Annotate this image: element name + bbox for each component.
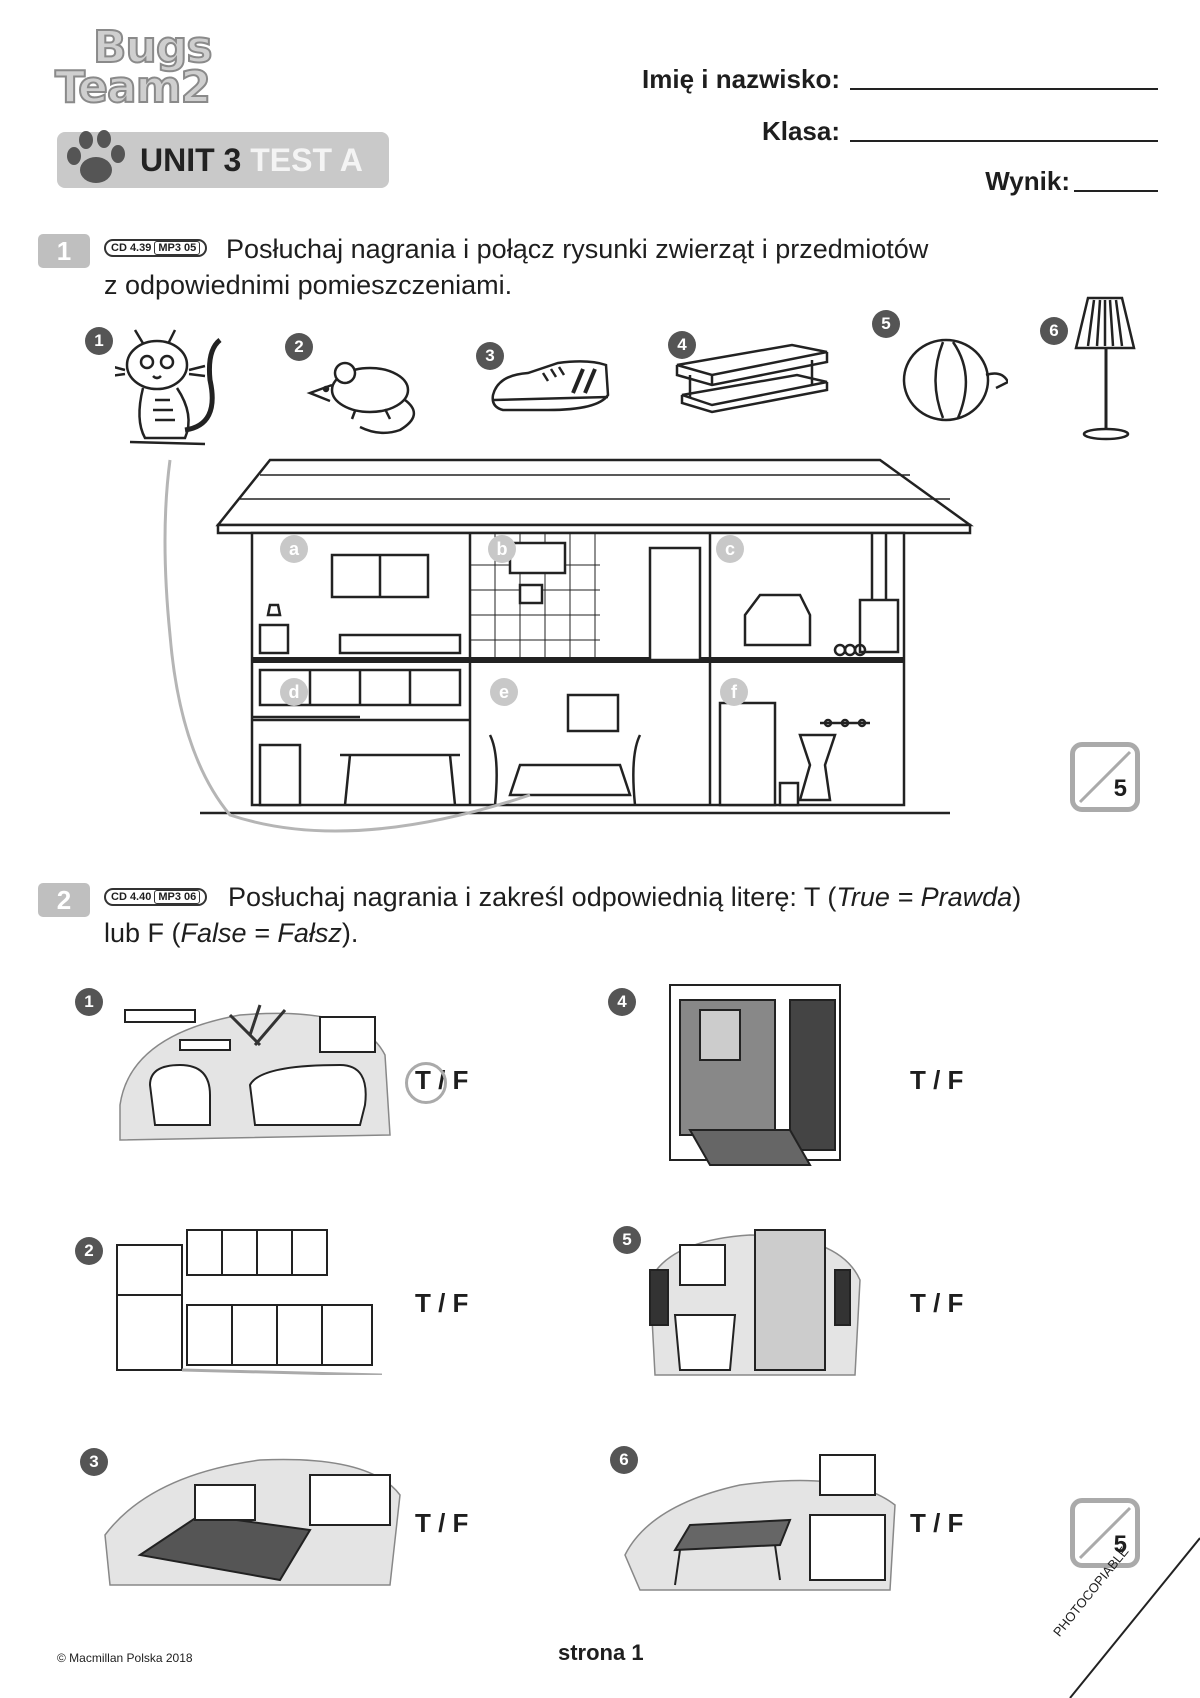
exercise-2-number: 2	[38, 883, 90, 917]
bugs-team-logo: Bugs Team2	[54, 22, 214, 113]
room-letter: e	[490, 678, 518, 706]
hall-scene	[669, 984, 841, 1166]
unit-label: UNIT 3	[140, 142, 242, 178]
scene-number: 3	[80, 1448, 108, 1476]
copyright: © Macmillan Polska 2018	[57, 1651, 193, 1665]
unit-banner	[57, 132, 389, 188]
exercise-1-score-box[interactable]: 5	[1070, 742, 1140, 812]
room-letter: a	[280, 535, 308, 563]
score-field[interactable]	[1074, 190, 1158, 192]
scene-number: 1	[75, 988, 103, 1016]
item-number: 1	[85, 327, 113, 355]
exercise-2-instruction-2: lub F (False = Fałsz).	[104, 918, 359, 948]
cat-icon[interactable]	[115, 320, 235, 450]
exercise-2-instruction-1: Posłuchaj nagrania i zakreśl odpowiednią…	[228, 882, 1022, 912]
house-illustration	[200, 458, 974, 815]
class-field[interactable]	[850, 140, 1158, 142]
item-number: 2	[285, 333, 313, 361]
name-label: Imię i nazwisko:	[642, 64, 840, 94]
test-label: TEST A	[250, 142, 363, 178]
item-number: 6	[1040, 317, 1068, 345]
cd-track: CD 4.39	[111, 242, 152, 254]
scene-number: 5	[613, 1226, 641, 1254]
photocopiable-corner	[1069, 1537, 1200, 1698]
true-false-choice[interactable]: T / F	[415, 1508, 469, 1538]
true-false-choice[interactable]: T / F	[910, 1508, 964, 1538]
cd-track: CD 4.40	[111, 891, 152, 903]
true-false-choice[interactable]: T / F	[910, 1065, 964, 1095]
exercise-1-number: 1	[38, 234, 90, 268]
true-false-choice[interactable]: T / F	[415, 1288, 469, 1318]
living-room-scene	[119, 1004, 391, 1141]
exercise-1-instruction-1: Posłuchaj nagrania i połącz rysunki zwie…	[226, 234, 929, 264]
bedroom-scene	[104, 1458, 401, 1586]
example-answer-circle	[405, 1062, 447, 1104]
scene-number: 2	[75, 1237, 103, 1265]
score-divider-icon	[1078, 750, 1132, 804]
unit-title: UNIT 3 TEST A	[140, 142, 363, 179]
class-label: Klasa:	[761, 116, 840, 146]
score-divider-icon	[1078, 1506, 1132, 1560]
dining-room-scene	[624, 1454, 896, 1591]
page-number: strona 1	[558, 1640, 644, 1665]
exercise-1-instruction-2: z odpowiednimi pomieszczeniami.	[104, 270, 513, 300]
exercise-2-score-box[interactable]: 5	[1070, 1498, 1140, 1568]
mp3-track: MP3 06	[154, 890, 201, 904]
room-letter: c	[716, 535, 744, 563]
room-letter: f	[720, 678, 748, 706]
score-max: 5	[1113, 1531, 1127, 1558]
paw-icon	[67, 130, 125, 183]
mp3-track: MP3 05	[154, 241, 201, 255]
score-max: 5	[1113, 775, 1127, 802]
item-number: 4	[668, 331, 696, 359]
shoe-icon[interactable]	[488, 355, 613, 420]
floor-lamp-icon[interactable]	[1070, 290, 1140, 445]
name-field[interactable]	[850, 88, 1158, 90]
shelf-icon[interactable]	[672, 340, 832, 420]
true-false-choice[interactable]: T / F	[910, 1288, 964, 1318]
kitchen-scene	[116, 1229, 382, 1375]
room-letter: b	[488, 535, 516, 563]
score-label: Wynik:	[985, 166, 1070, 196]
mouse-icon[interactable]	[300, 345, 425, 440]
acorn-icon[interactable]	[898, 330, 1008, 425]
item-number: 3	[476, 342, 504, 370]
scene-number: 6	[610, 1446, 638, 1474]
bathroom-scene	[649, 1229, 861, 1376]
example-match-line	[163, 459, 531, 833]
scene-number: 4	[608, 988, 636, 1016]
item-number: 5	[872, 310, 900, 338]
room-letter: d	[280, 678, 308, 706]
